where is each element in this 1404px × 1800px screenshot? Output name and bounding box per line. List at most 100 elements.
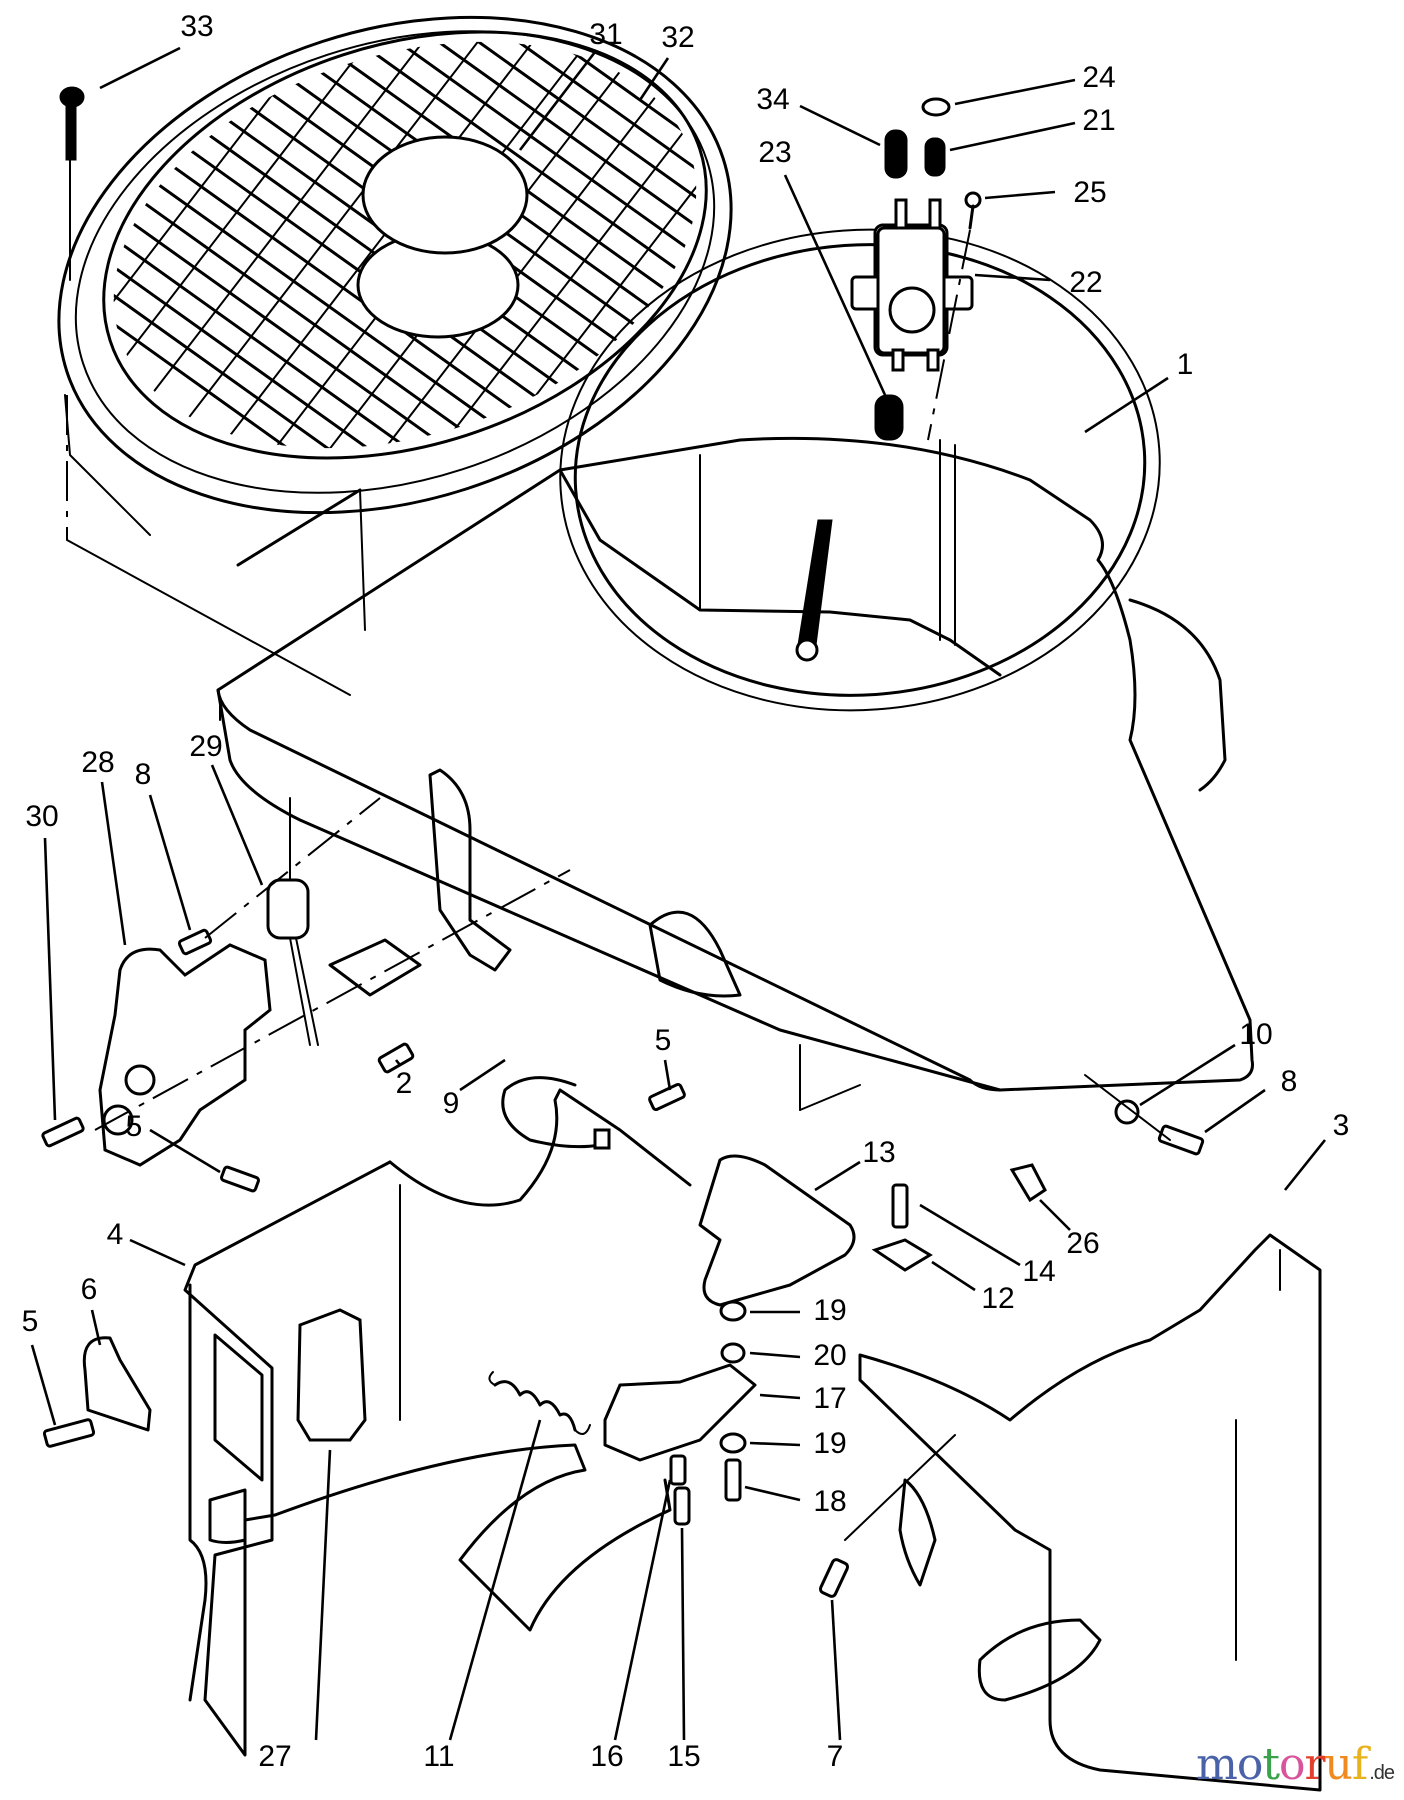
screw-7[interactable]	[818, 1558, 850, 1598]
assembly-line-condenser	[204, 797, 381, 939]
callout-leader-line	[663, 1059, 672, 1091]
callout-number: 27	[258, 1740, 291, 1773]
callout-leader-line	[99, 46, 181, 90]
assembly-line-right	[1084, 1074, 1171, 1141]
callout-leader-line	[919, 1203, 1021, 1267]
screw-8-right[interactable]	[1157, 1124, 1205, 1156]
spacer-20[interactable]	[720, 1342, 746, 1364]
screw-18[interactable]	[724, 1458, 742, 1502]
callout-29: 29	[189, 730, 264, 886]
screen-grid-bar	[658, 0, 750, 502]
callout-number: 21	[1082, 104, 1115, 137]
callout-15: 15	[667, 1527, 701, 1773]
callout-leader-line	[148, 794, 192, 931]
callout-number: 10	[1239, 1018, 1272, 1051]
screw-15[interactable]	[673, 1486, 691, 1526]
callout-number: 5	[126, 1110, 143, 1143]
screen-grid	[60, 0, 1404, 519]
screw-25[interactable]	[927, 191, 982, 441]
rotating-screen[interactable]	[0, 0, 1404, 595]
screen-grid-crossbar	[494, 0, 750, 519]
callout-leader-line	[814, 1160, 861, 1192]
screen-grid-crossbar	[60, 0, 126, 519]
callout-number: 14	[1022, 1255, 1055, 1288]
condenser-29[interactable]	[266, 797, 319, 1046]
callout-leader-line	[210, 764, 264, 886]
callout-number: 7	[827, 1740, 844, 1773]
clip-9[interactable]	[501, 1076, 611, 1150]
callout-leader-line	[1039, 1199, 1071, 1231]
clamp-24[interactable]	[921, 97, 951, 117]
baffle-left-4[interactable]	[183, 1088, 692, 1757]
washer-19-top[interactable]	[719, 1300, 747, 1322]
callout-leader-line	[1204, 1088, 1266, 1134]
baffle-right-3[interactable]	[858, 1233, 1322, 1792]
callout-leader-line	[1139, 1043, 1236, 1107]
callout-6: 6	[81, 1273, 102, 1346]
callout-19b: 19	[749, 1427, 847, 1460]
callout-number: 3	[1333, 1109, 1350, 1142]
screw-30[interactable]	[41, 1116, 85, 1148]
washer-10[interactable]	[1114, 1099, 1140, 1125]
callout-7: 7	[827, 1599, 844, 1773]
screw-33[interactable]	[59, 86, 85, 540]
callout-leader-line	[149, 1128, 221, 1174]
screen-grid-bar	[940, 0, 1404, 500]
callout-leader-line	[518, 51, 597, 151]
watermark-tld: .de	[1369, 1762, 1395, 1784]
bracket-left[interactable]	[328, 768, 512, 997]
callout-number: 6	[81, 1273, 98, 1306]
watermark-logo: motoruf.de	[1196, 1739, 1395, 1790]
screen-grid-crossbar	[60, 0, 346, 519]
rectifier-27[interactable]	[296, 1308, 367, 1442]
callout-leader-line	[749, 1441, 801, 1447]
screen-grid-bar	[900, 0, 1404, 500]
callout-number: 11	[423, 1740, 454, 1773]
blower-housing[interactable]	[66, 210, 1254, 1111]
callout-leader-line	[1283, 1139, 1327, 1191]
cap-21[interactable]	[924, 137, 946, 177]
callout-16: 16	[590, 1479, 672, 1773]
callout-1: 1	[1084, 348, 1193, 434]
callout-leader-line	[1084, 376, 1169, 434]
cap-34[interactable]	[884, 129, 908, 179]
callout-number: 20	[813, 1339, 846, 1372]
callout-leader-line	[43, 837, 57, 1121]
bracket-13[interactable]	[698, 1154, 856, 1307]
screen-grid-bar	[60, 0, 362, 502]
watermark-letter: o	[1236, 1739, 1263, 1790]
callout-number: 23	[758, 136, 791, 169]
screw-5-top[interactable]	[648, 1082, 686, 1112]
screen-grid-crossbar	[60, 0, 181, 519]
governor-lever-17[interactable]	[603, 1363, 757, 1462]
callout-leader-line	[100, 781, 127, 946]
screw-5-left[interactable]	[42, 1418, 96, 1448]
screw-8-left[interactable]	[177, 928, 213, 956]
callout-leader-line	[931, 1260, 976, 1292]
screen-grid-bar	[738, 0, 750, 502]
callout-number: 13	[862, 1136, 895, 1169]
screen-grid-bar	[60, 0, 482, 502]
callout-34: 34	[756, 83, 881, 147]
callout-number: 4	[107, 1218, 124, 1251]
screen-grid-bar	[980, 0, 1404, 500]
nut-12[interactable]	[871, 1238, 933, 1272]
screw-5-mid[interactable]	[220, 1165, 260, 1193]
screen-grid-crossbar	[60, 0, 71, 519]
clamp-6[interactable]	[82, 1336, 152, 1432]
callout-10: 10	[1139, 1018, 1273, 1107]
callout-number: 30	[25, 800, 58, 833]
callout-4: 4	[107, 1218, 186, 1267]
speed-nut-26[interactable]	[1009, 1163, 1047, 1203]
washer-19-bottom[interactable]	[719, 1432, 747, 1454]
fuel-pump[interactable]	[850, 198, 974, 372]
callout-3: 3	[1283, 1109, 1350, 1191]
callout-13: 13	[814, 1136, 896, 1192]
spring-16[interactable]	[669, 1454, 687, 1486]
spring-11[interactable]	[488, 1371, 591, 1435]
screw-14[interactable]	[891, 1183, 909, 1229]
callout-leader-line	[459, 1058, 506, 1092]
hose-23[interactable]	[874, 394, 904, 441]
callout-21: 21	[949, 104, 1116, 152]
